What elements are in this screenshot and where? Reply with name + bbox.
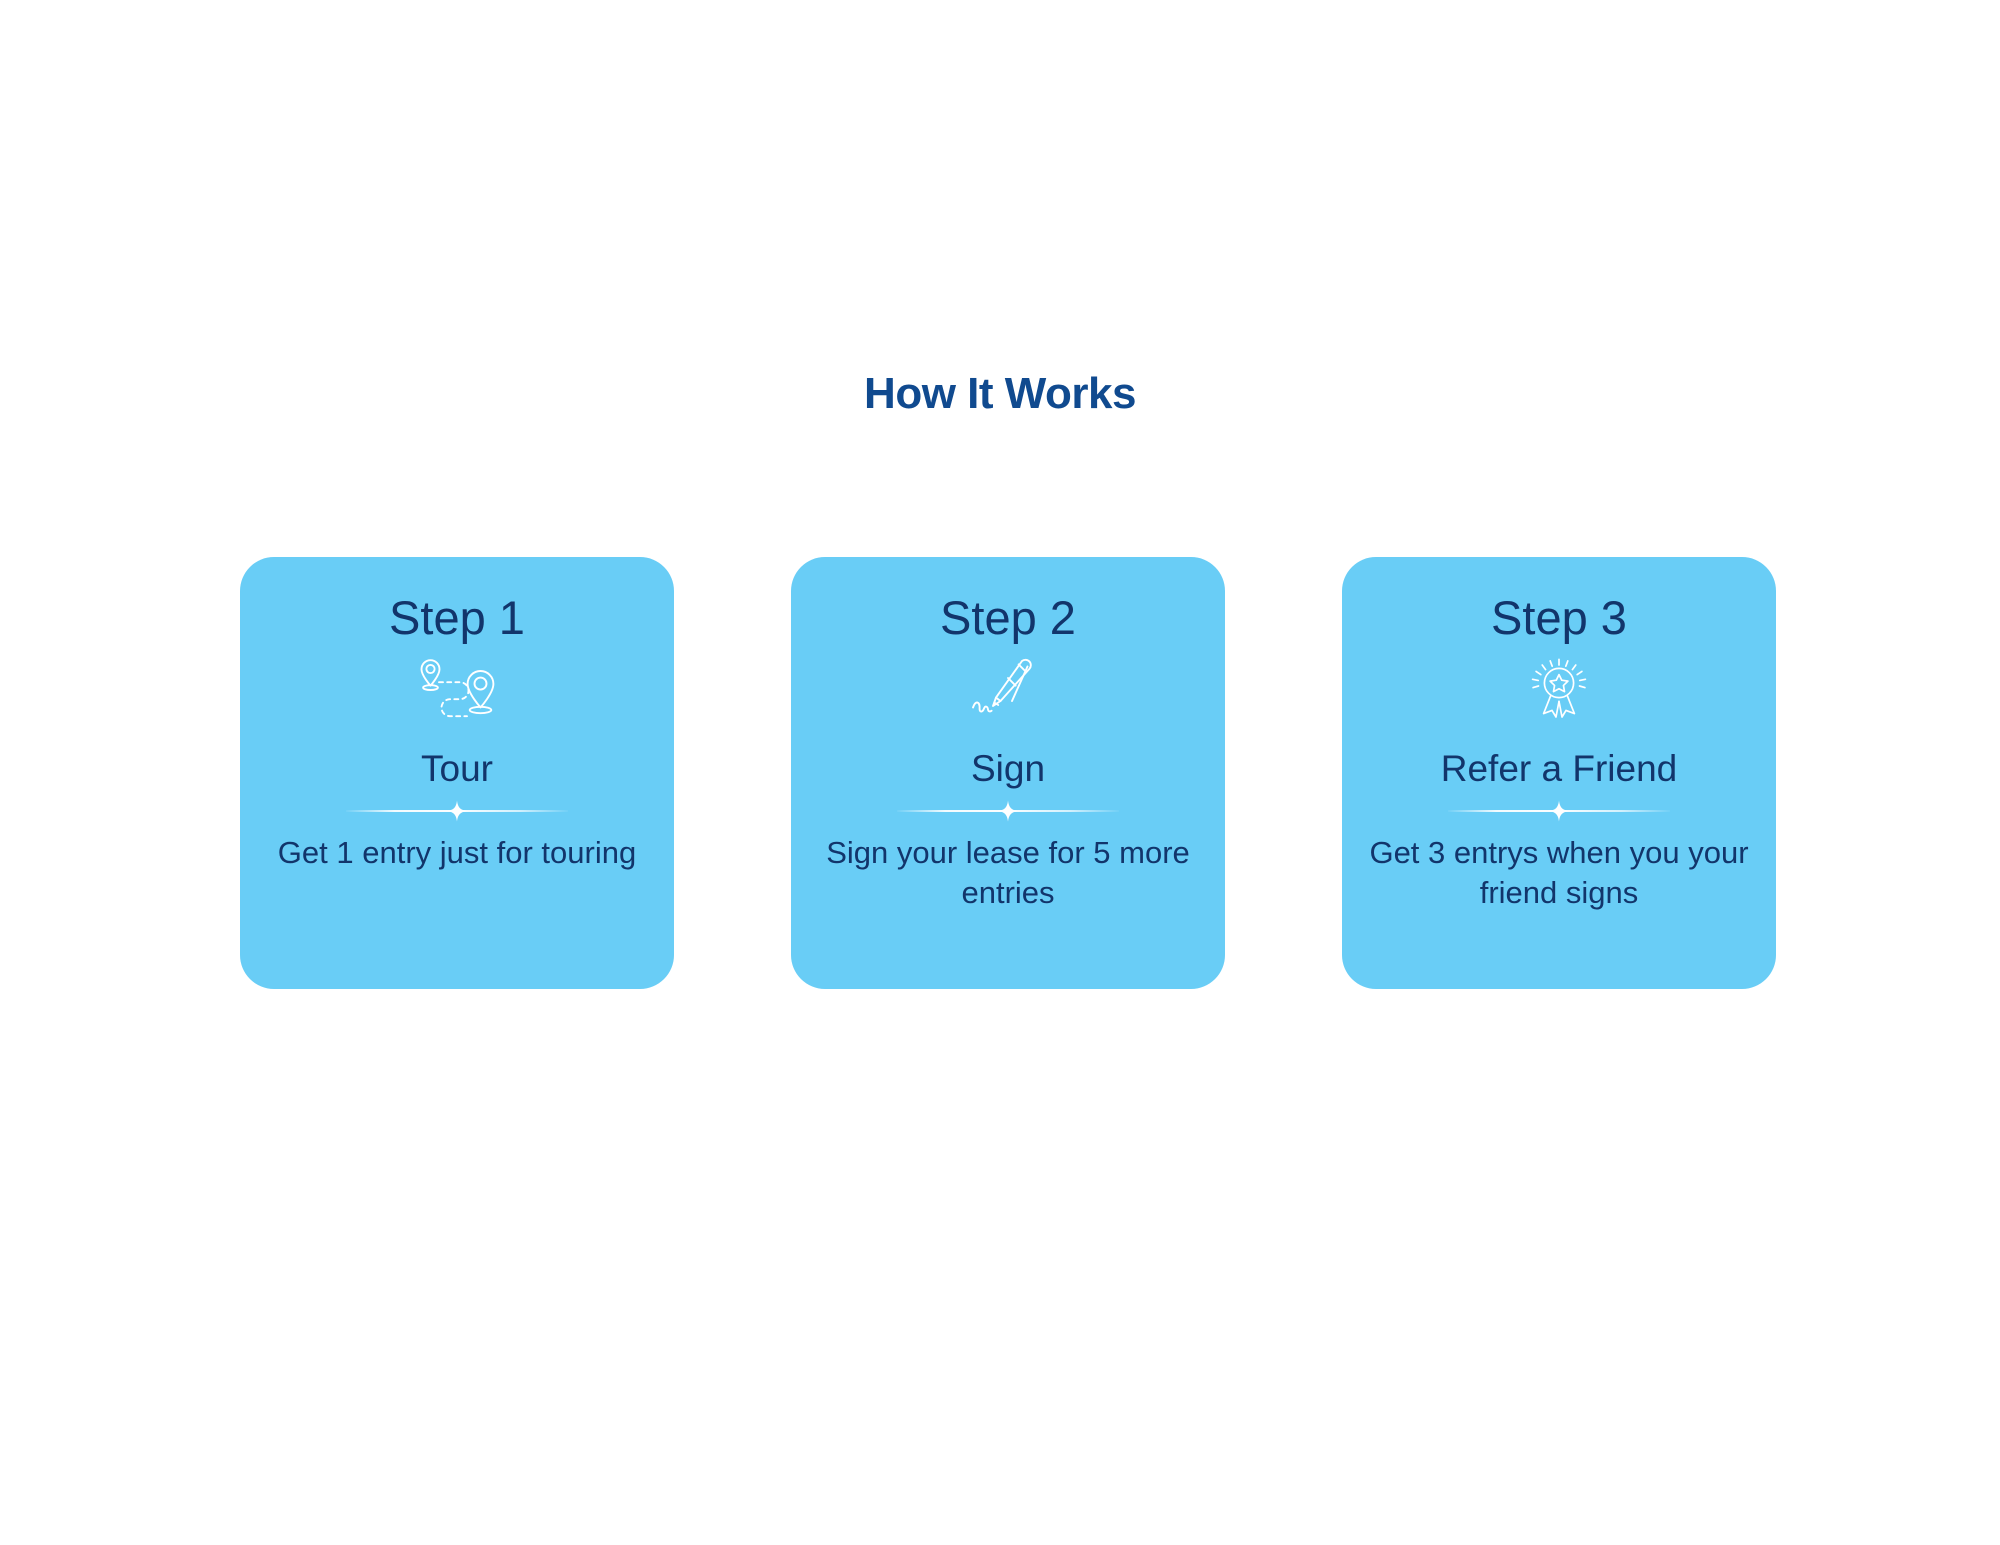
step-description-2: Sign your lease for 5 more entries [826, 835, 1190, 910]
sparkle-icon [1548, 800, 1570, 822]
step-name-1: Tour [421, 748, 493, 790]
sparkle-icon [446, 800, 468, 822]
page-title: How It Works [864, 369, 1136, 419]
step-description-3: Get 3 entrys when you your friend signs [1369, 835, 1749, 910]
step-card-2[interactable]: Step 2 Sign [791, 557, 1225, 989]
step-label-1: Step 1 [389, 591, 525, 644]
divider-2 [897, 800, 1119, 822]
pen-signature-icon [956, 657, 1060, 719]
award-medal-ribbon-icon [1507, 657, 1611, 719]
step-name-2: Sign [970, 748, 1046, 790]
route-map-pins-icon [405, 657, 509, 719]
step-label-3: Step 3 [1491, 591, 1627, 644]
sparkle-icon [997, 800, 1019, 822]
step-description-1: Get 1 entry just for touring [277, 835, 637, 871]
divider-3 [1448, 800, 1670, 822]
step-label-2: Step 2 [940, 591, 1076, 644]
divider-1 [346, 800, 568, 822]
steps-card-row: Step 1 Tour [240, 557, 1776, 989]
step-card-3[interactable]: Step 3 [1342, 557, 1776, 989]
step-card-1[interactable]: Step 1 Tour [240, 557, 674, 989]
step-name-3: Refer a Friend [1440, 748, 1678, 790]
